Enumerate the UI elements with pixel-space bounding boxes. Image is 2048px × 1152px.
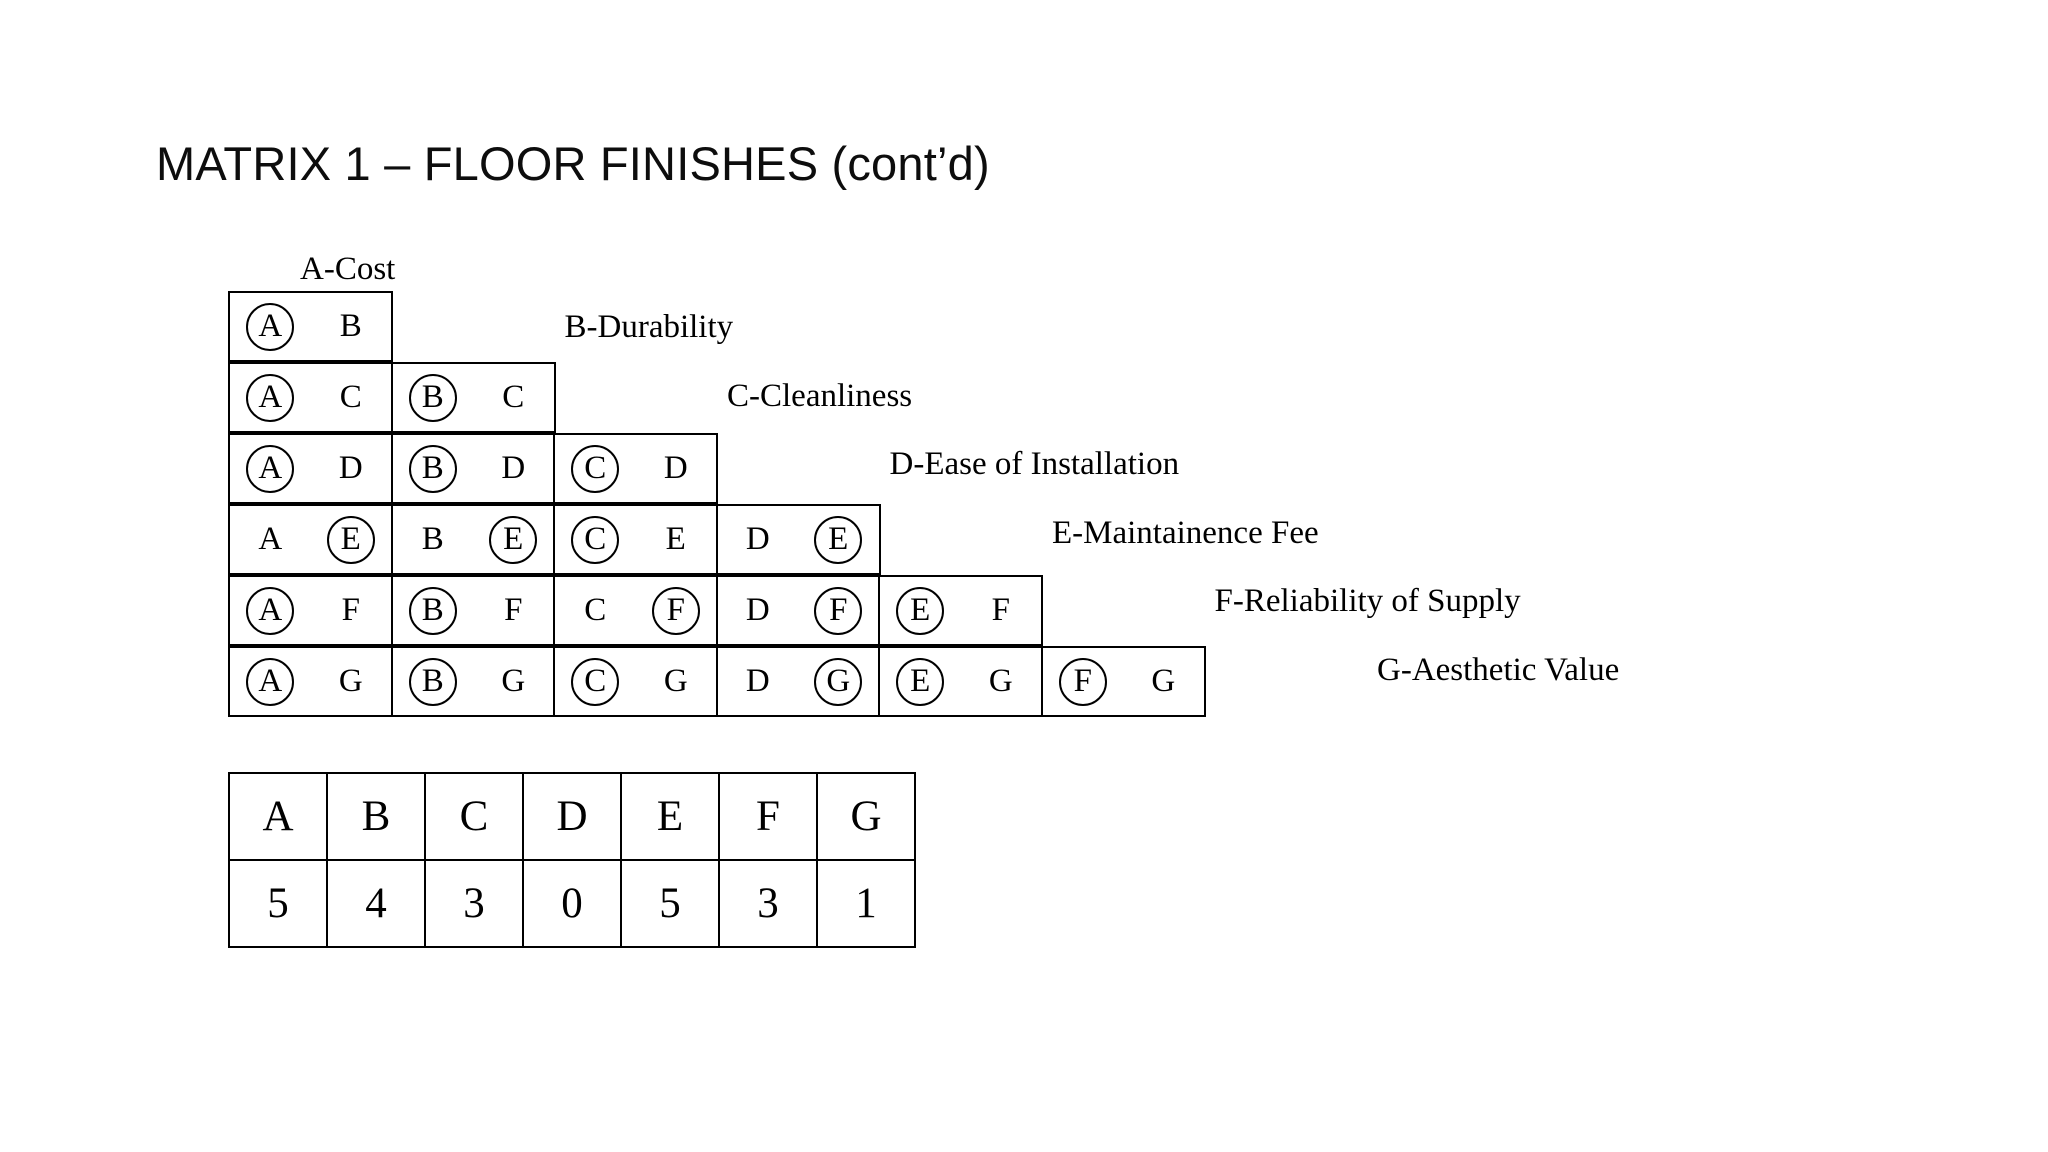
score-header-b: B: [326, 772, 426, 861]
circled-option-f: F: [814, 586, 863, 635]
legend-label-a: A-Cost: [300, 251, 396, 287]
option-g: G: [338, 663, 363, 699]
option-e: E: [665, 521, 686, 557]
option-a: A: [258, 521, 283, 557]
circled-option-a: A: [246, 444, 295, 493]
option-d: D: [501, 450, 526, 486]
circled-option-a: A: [246, 586, 295, 635]
score-header-f: F: [718, 772, 818, 861]
option-d: D: [745, 592, 770, 628]
option-f: F: [341, 592, 360, 628]
option-g: G: [1151, 663, 1176, 699]
option-c: C: [584, 592, 607, 628]
circled-option-c: C: [571, 515, 620, 564]
circled-option-f: F: [1058, 657, 1107, 706]
page-title: MATRIX 1 – FLOOR FINISHES (cont’d): [156, 137, 990, 190]
score-value-f: 3: [718, 859, 818, 948]
option-b: B: [339, 308, 362, 344]
option-g: G: [988, 663, 1013, 699]
score-value-b: 4: [326, 859, 426, 948]
option-d: D: [338, 450, 363, 486]
score-value-d: 0: [522, 859, 622, 948]
option-f: F: [504, 592, 523, 628]
circled-option-a: A: [246, 373, 295, 422]
circled-option-e: E: [814, 515, 863, 564]
legend-label-d: D-Ease of Installation: [889, 446, 1180, 482]
circled-option-e: E: [489, 515, 538, 564]
score-value-c: 3: [424, 859, 524, 948]
score-value-g: 1: [816, 859, 916, 948]
option-d: D: [745, 521, 770, 557]
circled-option-c: C: [571, 444, 620, 493]
score-header-e: E: [620, 772, 720, 861]
circled-option-a: A: [246, 302, 295, 351]
legend-label-e: E-Maintainence Fee: [1052, 514, 1319, 551]
score-header-c: C: [424, 772, 524, 861]
legend-label-c: C-Cleanliness: [727, 377, 913, 414]
option-c: C: [339, 379, 362, 415]
circled-option-g: G: [814, 657, 863, 706]
score-value-e: 5: [620, 859, 720, 948]
circled-option-e: E: [326, 515, 375, 564]
circled-option-f: F: [651, 586, 700, 635]
option-d: D: [663, 450, 688, 486]
score-header-g: G: [816, 772, 916, 861]
option-g: G: [663, 663, 688, 699]
option-f: F: [991, 592, 1010, 628]
circled-option-b: B: [408, 373, 457, 422]
option-b: B: [421, 521, 444, 557]
legend-label-g: G-Aesthetic Value: [1377, 651, 1620, 688]
circled-option-e: E: [896, 586, 945, 635]
option-c: C: [502, 379, 525, 415]
circled-option-b: B: [408, 586, 457, 635]
circled-option-c: C: [571, 657, 620, 706]
score-header-a: A: [228, 772, 328, 861]
score-header-d: D: [522, 772, 622, 861]
option-g: G: [501, 663, 526, 699]
legend-label-f: F-Reliability of Supply: [1214, 583, 1521, 619]
score-value-a: 5: [228, 859, 328, 948]
circled-option-e: E: [896, 657, 945, 706]
circled-option-b: B: [408, 657, 457, 706]
legend-label-b: B-Durability: [564, 309, 734, 345]
option-d: D: [745, 663, 770, 699]
circled-option-a: A: [246, 657, 295, 706]
circled-option-b: B: [408, 444, 457, 493]
